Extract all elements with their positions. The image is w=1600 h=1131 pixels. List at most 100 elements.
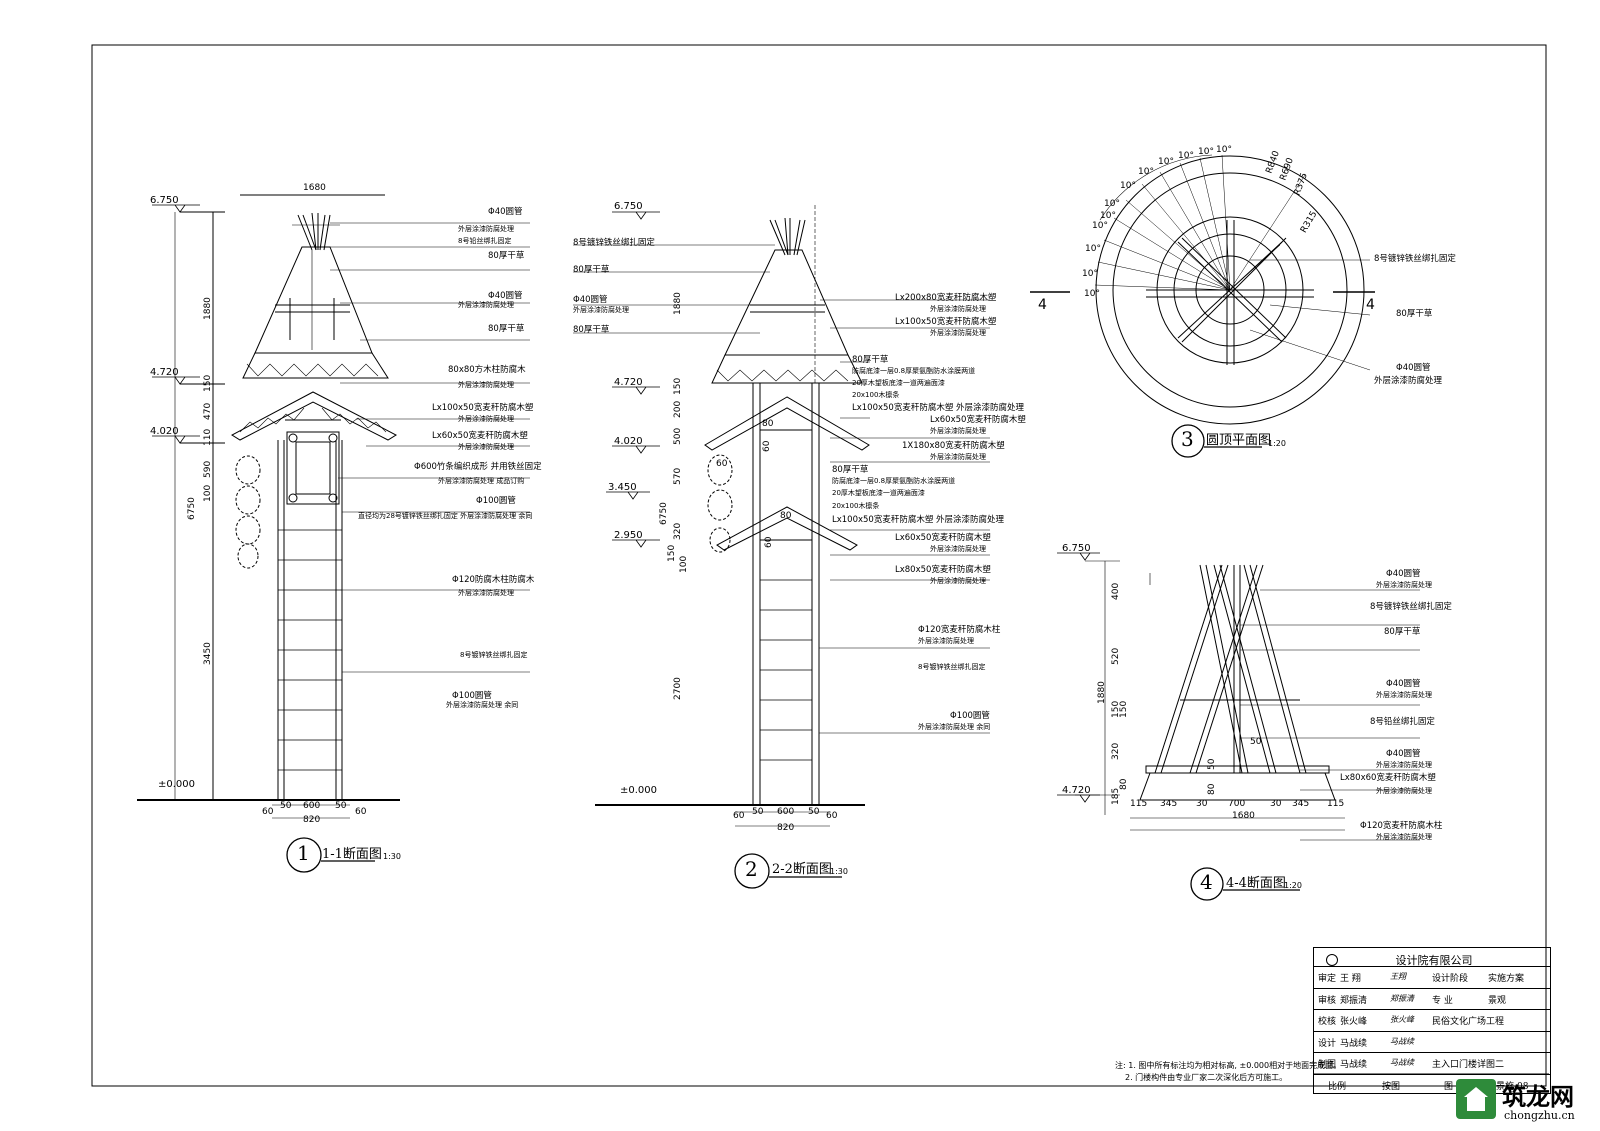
s3-angle-label: 10° — [1082, 269, 1098, 279]
s4-bottom-dim: 700 — [1228, 799, 1246, 809]
s3-angle-label: 10° — [1198, 147, 1214, 157]
tb-field-value: 景观 — [1488, 995, 1507, 1006]
s2-number: 2 — [745, 857, 758, 881]
title-block-row: 设计马战续马战续 — [1314, 1030, 1550, 1050]
tb-scale-val: 按图 — [1382, 1082, 1401, 1092]
s3-angle-label: 10° — [1104, 199, 1120, 209]
s2-right-annotation: 20x100木檩条 — [852, 391, 900, 399]
section-2-drawing — [573, 205, 990, 889]
s2-left-annotation: Φ40圆管 — [573, 295, 608, 305]
s2-right-annotation: Lx100x50宽麦秆防腐木塑 外层涂漆防腐处理 — [832, 515, 1005, 525]
note-line-1: 注: 1. 图中所有标注均为相对标高, ±0.000相对于地面完成面。 — [1115, 1061, 1342, 1070]
s2-right-annotation: 20厚木望板底漆一道两遍面漆 — [852, 379, 945, 387]
s2-right-annotation: Φ120宽麦秆防腐木柱 — [918, 625, 1001, 635]
s1-annotation: 外层涂漆防腐处理 — [458, 415, 514, 423]
s1-annotation: Φ600竹条编织成形 并用铁丝固定 — [414, 462, 542, 472]
s4-bdim-total: 1680 — [1232, 811, 1255, 821]
s1-annotation: 外层涂漆防腐处理 — [458, 589, 514, 597]
s4-inner-dim-c: 80 — [1207, 783, 1217, 795]
s3-title: 圆顶平面图 — [1206, 433, 1272, 448]
s4-bottom-dim: 115 — [1327, 799, 1345, 809]
s3-section-mark-left: 4 — [1038, 297, 1047, 313]
s4-annotation: 外层涂漆防腐处理 — [1376, 691, 1432, 699]
s2-vdim-150: 150 — [673, 377, 683, 395]
s4-bottom-dim: 115 — [1130, 799, 1148, 809]
s1-annotation: 外层涂漆防腐处理 成品订购 — [438, 477, 525, 485]
s4-scale: 1:20 — [1284, 881, 1302, 890]
s1-bdim-60b: 60 — [355, 807, 367, 817]
s1-annotation: Lx60x50宽麦秆防腐木塑 — [432, 431, 528, 441]
s2-right-annotation: Lx200x80宽麦秆防腐木塑 — [895, 293, 997, 303]
title-block-bottom-row: 比例 按图 图 号 景施-08 — [1314, 1074, 1550, 1093]
tb-field-value: 实施方案 — [1488, 974, 1525, 984]
s2-left-annotation: 80厚干草 — [573, 265, 610, 275]
s2-bdim-820: 820 — [777, 823, 795, 833]
s1-vdim-6750: 6750 — [187, 497, 197, 520]
s2-right-annotation: 外层涂漆防腐处理 — [930, 453, 986, 461]
title-block-row: 校核张火峰张火峰民俗文化广场工程 — [1314, 1009, 1550, 1028]
s4-title: 4-4断面图 — [1226, 876, 1286, 891]
s2-inner-dim-c: 60 — [716, 459, 728, 469]
s2-right-annotation: Lx100x50宽麦秆防腐木塑 — [895, 317, 997, 327]
tb-field-key: 设计阶段 — [1432, 974, 1469, 984]
s1-top-dim: 1680 — [303, 183, 326, 193]
section-1-drawing — [137, 194, 530, 873]
s2-inner-dim-e: 60 — [764, 536, 774, 548]
s4-annotation: 8号铅丝绑扎固定 — [1370, 717, 1435, 727]
s4-bottom-dim: 345 — [1160, 799, 1178, 809]
s1-vdim-110: 110 — [203, 428, 213, 446]
s2-right-annotation: 80厚干草 — [852, 355, 889, 365]
s3-number: 3 — [1181, 427, 1194, 451]
s4-vdim-520: 520 — [1111, 647, 1121, 665]
s2-scale: 1:30 — [830, 867, 848, 876]
s1-bdim-60a: 60 — [262, 807, 274, 817]
s1-title: 1-1断面图 — [322, 847, 382, 862]
s1-annotation: 直径均为28号镀锌铁丝绑扎固定 外层涂漆防腐处理 余同 — [358, 512, 533, 520]
s1-annotation: 8号铅丝绑扎固定 — [458, 237, 512, 245]
s4-annotation: Lx80x60宽麦秆防腐木塑 — [1340, 773, 1436, 783]
s3-ann-3: 外层涂漆防腐处理 — [1374, 376, 1443, 386]
s4-level-4720: 4.720 — [1062, 785, 1091, 796]
s2-vdim-1880: 1880 — [673, 292, 683, 315]
s2-level-4020: 4.020 — [614, 436, 643, 447]
s3-scale: 1:20 — [1268, 439, 1286, 448]
s2-right-annotation: Φ100圆管 — [950, 711, 990, 721]
s2-vdim-500: 500 — [673, 427, 683, 445]
s1-vdim-590: 590 — [203, 460, 213, 478]
s3-ann-1: 80厚干草 — [1396, 309, 1433, 319]
s1-bdim-820: 820 — [303, 815, 321, 825]
s2-bdim-60b: 60 — [826, 811, 838, 821]
s4-vdim-150b: 150 — [1119, 700, 1129, 718]
s4-annotation: 80厚干草 — [1384, 627, 1421, 637]
s2-inner-dim-b: 60 — [762, 440, 772, 452]
section-4-drawing — [1075, 560, 1420, 901]
watermark-url: chongzhu.cn — [1504, 1109, 1575, 1122]
s1-level-top: 6.750 — [150, 195, 179, 206]
s1-level-4720: 4.720 — [150, 367, 179, 378]
s3-angle-label: 10° — [1120, 181, 1136, 191]
s1-annotation: Lx100x50宽麦秆防腐木塑 — [432, 403, 534, 413]
s2-right-annotation: 外层涂漆防腐处理 — [930, 545, 986, 553]
s1-vdim-150: 150 — [203, 374, 213, 392]
s2-vdim-100: 100 — [679, 555, 689, 573]
s3-ann-0: 8号镀锌铁丝绑扎固定 — [1374, 254, 1456, 264]
tb-field-key: 民俗文化广场工程 — [1432, 1017, 1505, 1028]
s1-vdim-100: 100 — [203, 484, 213, 502]
s2-right-annotation: 外层涂漆防腐处理 — [930, 577, 986, 585]
s4-bottom-dim: 345 — [1292, 799, 1310, 809]
tb-field-key: 专 业 — [1432, 995, 1453, 1006]
s2-level-3450: 3.450 — [608, 482, 637, 493]
s2-right-annotation: 1X180x80宽麦秆防腐木塑 — [902, 441, 1005, 451]
s2-right-annotation: 8号镀锌铁丝绑扎固定 — [918, 663, 986, 671]
s2-right-annotation: 外层涂漆防腐处理 — [930, 427, 986, 435]
s1-level-0: ±0.000 — [158, 779, 196, 790]
s1-annotation: 外层涂漆防腐处理 — [458, 381, 514, 389]
s1-number: 1 — [297, 841, 310, 865]
s2-right-annotation: 外层涂漆防腐处理 — [930, 305, 986, 313]
s2-vdim-2700: 2700 — [673, 677, 683, 700]
s2-vdim-6750: 6750 — [659, 502, 669, 525]
s1-bdim-50b: 50 — [335, 801, 347, 811]
watermark-house-icon — [1456, 1079, 1496, 1119]
tb-signature: 王翔 — [1390, 972, 1406, 981]
